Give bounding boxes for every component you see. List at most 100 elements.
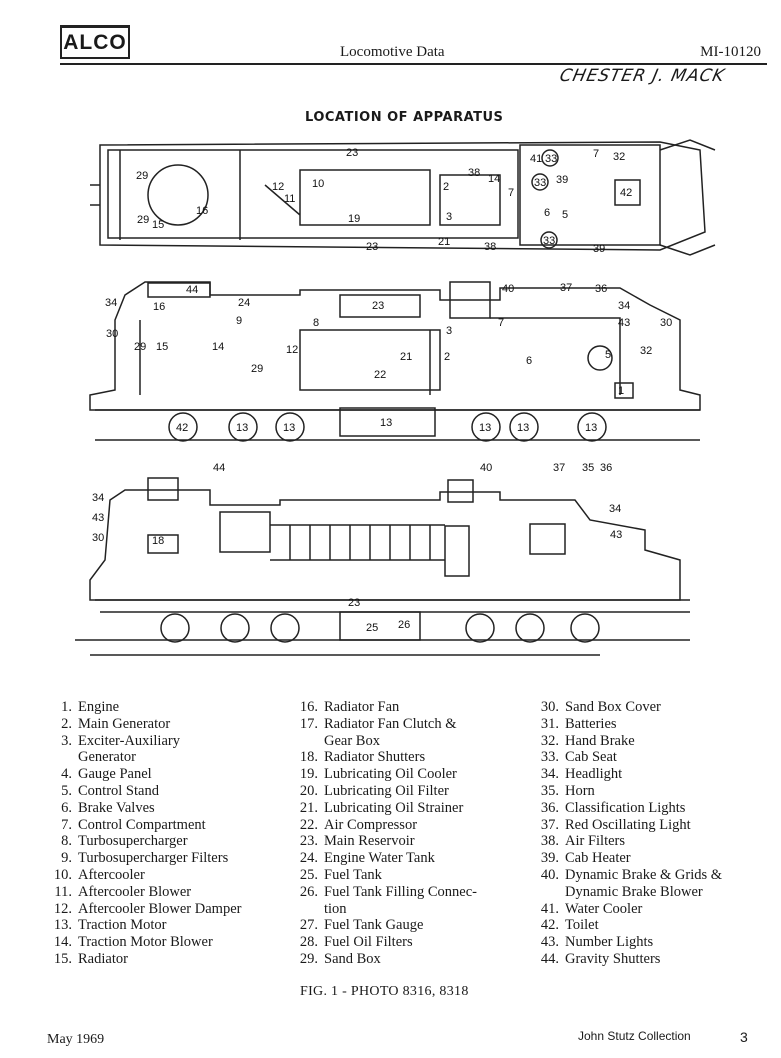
diagram-callout: 30 [106,328,118,340]
legend-item-label: Radiator Fan Clutch & Gear Box [324,715,457,749]
diagram-callout: 1 [618,385,624,397]
diagram-callout: 29 [134,341,146,353]
legend-item: 4.Gauge Panel [44,766,284,783]
legend-item-number: 15. [53,950,72,967]
legend-item-number: 41. [540,900,559,917]
legend-item-number: 32. [540,732,559,749]
legend-item-number: 31. [540,715,559,732]
legend-item: 9.Turbosupercharger Filters [44,850,284,867]
legend-item: 37.Red Oscillating Light [531,817,776,834]
legend-item-number: 37. [540,816,559,833]
diagram-callout: 5 [562,209,568,221]
figure-caption: FIG. 1 - PHOTO 8316, 8318 [300,984,469,999]
plan-view-diagram [90,139,716,256]
legend-item-label: Lubricating Oil Filter [324,782,449,799]
diagram-callout: 13 [236,422,248,434]
diagram-callout: 7 [508,187,514,199]
diagram-callout: 35 [582,462,594,474]
diagram-callout: 37 [553,462,565,474]
legend-item: 43. Number Lights [531,934,776,951]
legend-item-label: Air Compressor [324,816,418,833]
legend-item-label: Air Filters [565,833,626,850]
legend-item-label: Toilet [565,917,599,934]
diagram-callout: 13 [517,422,529,434]
legend-item: 42. Toilet [531,917,776,934]
legend-item-label: Radiator [78,950,128,967]
legend-item-number: 34. [540,766,559,783]
legend-item: 11.Aftercooler Blower [44,884,284,901]
legend-item-number: 20. [299,782,318,799]
legend-item-number: 43. [540,934,559,951]
legend-item-number: 33. [540,749,559,766]
legend-item: 12.Aftercooler Blower Damper [44,901,284,918]
legend-item-number: 42. [540,917,559,934]
legend-item-label: Fuel Oil Filters [324,934,413,951]
diagram-callout: 15 [152,219,164,231]
legend-item-label: Classification Lights [565,799,686,816]
diagram-callout: 6 [526,355,532,367]
legend-item-label: Headlight [565,766,623,783]
legend-item-number: 2. [61,715,72,732]
diagram-callout: 44 [186,284,198,296]
legend-item-label: Aftercooler Blower Damper [78,900,242,917]
legend-item: 21.Lubricating Oil Strainer [290,800,530,817]
legend-item: 26.Fuel Tank Filling Connec- tion [290,884,530,918]
legend-item: 10.Aftercooler [44,867,284,884]
legend-item: 3.Exciter-Auxiliary Generator [44,733,284,767]
diagram-callout: 40 [480,462,492,474]
legend-item-label: Gauge Panel [78,766,152,783]
legend-item: 36.Classification Lights [531,800,776,817]
diagram-callout: 34 [609,503,621,515]
legend-item: 29.Sand Box [290,951,530,968]
diagram-callout: 41 [530,153,542,165]
diagram-callout: 32 [613,151,625,163]
header-title: Locomotive Data [340,44,445,60]
diagram-callout: 14 [488,173,500,185]
diagram-callout: 38 [484,241,496,253]
legend-item-number: 3. [61,732,72,749]
legend-item: 18.Radiator Shutters [290,749,530,766]
legend-item-number: 35. [540,782,559,799]
diagram-callout: 13 [479,422,491,434]
legend-item: 40.Dynamic Brake & Grids & Dynamic Brake… [531,867,776,901]
legend-item-label: Fuel Tank Gauge [324,917,424,934]
legend-item-number: 8. [61,833,72,850]
diagram-callout: 44 [213,462,225,474]
diagram-callout: 43 [618,317,630,329]
legend-item-number: 19. [299,766,318,783]
legend-item-number: 16. [299,699,318,715]
legend-item-number: 38. [540,833,559,850]
diagram-callout: 12 [272,181,284,193]
legend-item-label: Aftercooler [78,866,145,883]
diagram-callout: 3 [446,325,452,337]
legend-item-label: Water Cooler [565,900,643,917]
diagram-callout: 6 [544,207,550,219]
legend-item-number: 25. [299,866,318,883]
legend-item-number: 30. [540,699,559,715]
legend-item-number: 26. [299,883,318,900]
legend-item-label: Brake Valves [78,799,155,816]
diagram-callout: 10 [312,178,324,190]
diagram-callout: 2 [443,181,449,193]
legend-item: 19.Lubricating Oil Cooler [290,766,530,783]
diagram-callout: 16 [196,205,208,217]
legend-item-number: 6. [61,799,72,816]
diagram-callout: 36 [595,283,607,295]
diagram-callout: 15 [156,341,168,353]
diagram-callout: 24 [238,297,250,309]
legend-item-label: Number Lights [565,934,654,951]
legend-item: 14.Traction Motor Blower [44,934,284,951]
diagram-callout: 14 [212,341,224,353]
diagram-callout: 26 [398,619,410,631]
legend-item-label: Engine Water Tank [324,850,435,867]
legend-item: 23.Main Reservoir [290,833,530,850]
legend-item-number: 44. [540,950,559,967]
legend-item: 2.Main Generator [44,716,284,733]
legend-item-label: Sand Box Cover [565,699,661,715]
diagram-callout: 29 [136,170,148,182]
legend-item: 34. Headlight [531,766,776,783]
diagram-callout: 12 [286,344,298,356]
legend-item-number: 22. [299,816,318,833]
legend-item-label: Lubricating Oil Strainer [324,799,464,816]
